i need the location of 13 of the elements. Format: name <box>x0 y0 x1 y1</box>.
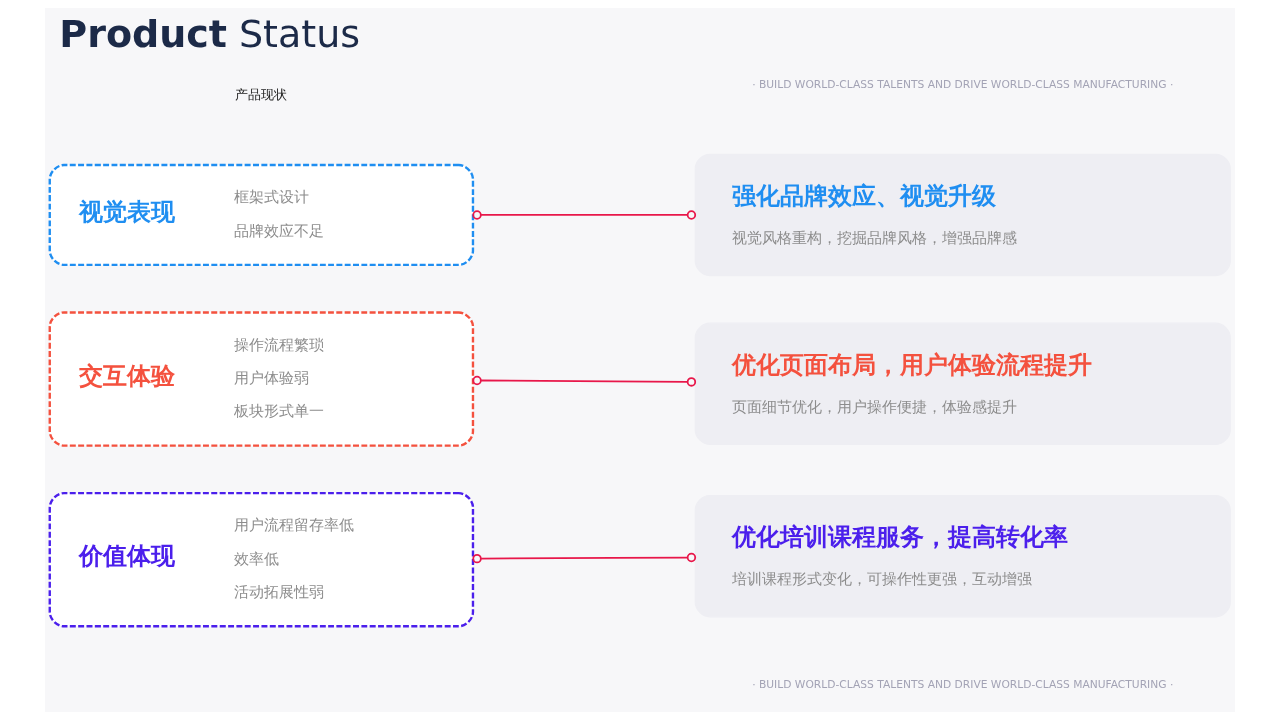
node-box: 视觉表现 框架式设计 品牌效应不足 <box>48 163 475 267</box>
node-box: 优化培训课程服务，提高转化率 培训课程形式变化，可操作性更强，互动增强 <box>694 494 1231 618</box>
node-box: 优化页面布局，用户体验流程提升 页面细节优化，用户操作便捷，体验感提升 <box>694 322 1231 445</box>
diagram-title: Product Status <box>59 11 361 56</box>
connector <box>472 552 697 564</box>
node-box: 强化品牌效应、视觉升级 视觉风格重构，挖掘品牌风格，增强品牌感 <box>694 153 1231 277</box>
label: 产品现状 <box>235 87 288 103</box>
connector <box>472 210 697 220</box>
node-box: 价值体现 用户流程留存率低 效率低 活动拓展性弱 <box>48 491 475 628</box>
label: · BUILD WORLD-CLASS TALENTS AND DRIVE WORLD-CLASS MANUFACTURING · <box>752 78 1174 91</box>
node-box: 交互体验 操作流程繁琐 用户体验弱 板块形式单一 <box>48 311 475 447</box>
connector <box>472 375 697 387</box>
label: · BUILD WORLD-CLASS TALENTS AND DRIVE WORLD-CLASS MANUFACTURING · <box>752 678 1174 692</box>
